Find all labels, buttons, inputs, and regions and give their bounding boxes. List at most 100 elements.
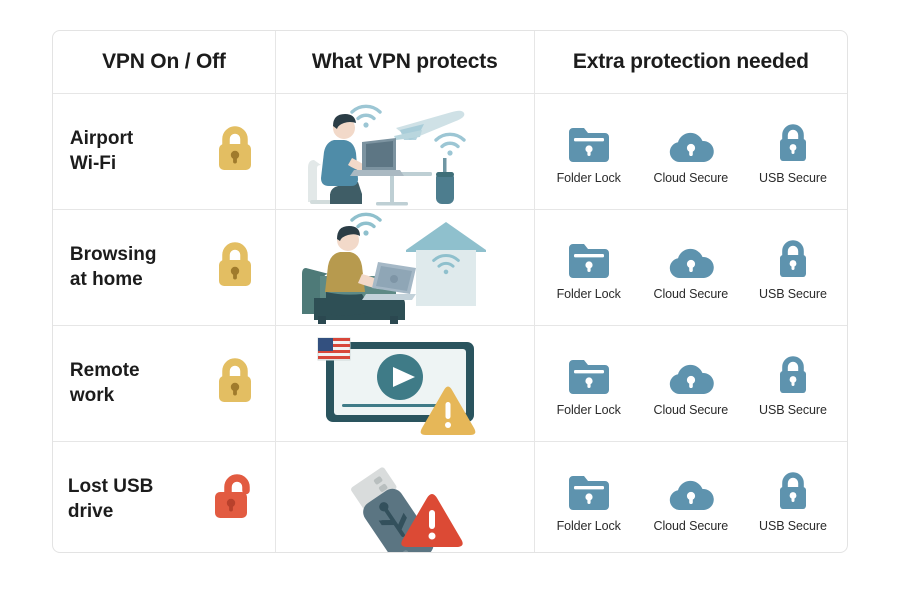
protection-label: Cloud Secure — [653, 403, 729, 417]
protection-item[interactable]: Cloud Secure — [653, 118, 729, 185]
table-header-row: VPN On / Off What VPN protects Extra pro… — [53, 31, 847, 94]
scenario-label: Browsing at home — [69, 244, 157, 290]
cell-what-vpn-protects — [275, 325, 535, 442]
protection-label: USB Secure — [759, 287, 827, 301]
laptop-shape — [349, 137, 404, 176]
padlock-shape — [779, 124, 806, 161]
illustration-home-browsing — [301, 212, 486, 324]
protection-item[interactable]: USB Secure — [755, 118, 831, 185]
table-row: Airport Wi-Fi — [53, 93, 847, 210]
person-shape — [324, 225, 382, 316]
padlock-shape — [779, 240, 806, 277]
flag-shape — [317, 337, 351, 360]
folder-lock-icon — [567, 118, 611, 164]
padlock-closed-gold-icon — [212, 240, 258, 295]
column-header-vpn-state: VPN On / Off — [53, 31, 276, 94]
cell-extra-protection: Folder Lock Cloud Secure USB Secure — [534, 93, 847, 210]
illustration — [276, 210, 534, 325]
column-header-extra-protection: Extra protection needed — [534, 31, 847, 94]
cell-extra-protection: Folder Lock Cloud Secure USB Secure — [534, 209, 847, 326]
table-shape — [355, 171, 432, 205]
airplane-shape — [393, 110, 465, 140]
suitcase-shape — [435, 157, 454, 204]
cloud-lock-icon — [667, 466, 715, 512]
cloud-lock-icon — [667, 118, 715, 164]
protection-item[interactable]: USB Secure — [755, 234, 831, 301]
person-shape — [320, 113, 366, 204]
column-header-what-vpn-protects: What VPN protects — [275, 31, 535, 94]
protection-label: Folder Lock — [556, 403, 621, 417]
folder-lock-icon — [567, 466, 611, 512]
protection-item[interactable]: Cloud Secure — [653, 234, 729, 301]
protection-label: Folder Lock — [556, 171, 621, 185]
protection-label: USB Secure — [759, 171, 827, 185]
house-shape — [405, 221, 486, 306]
illustration-airport-wifi — [307, 104, 466, 205]
protection-label: Cloud Secure — [653, 519, 729, 533]
folder-lock-icon — [567, 350, 611, 396]
laptop-shape — [361, 261, 416, 300]
padlock-closed-shape — [218, 126, 251, 170]
cell-vpn-state: Remote work — [53, 325, 276, 442]
cell-extra-protection: Folder Lock Cloud Secure USB Secure — [534, 442, 847, 553]
cell-what-vpn-protects — [275, 209, 535, 326]
protection-label: Folder Lock — [556, 287, 621, 301]
padlock-closed-gold-icon — [212, 124, 258, 179]
cell-vpn-state: Airport Wi-Fi — [53, 93, 276, 210]
protection-item[interactable]: Folder Lock — [551, 466, 627, 533]
cell-what-vpn-protects — [275, 441, 535, 552]
usb-symbol-shape — [378, 501, 407, 537]
vpn-comparison-table: VPN On / Off What VPN protects Extra pro… — [52, 30, 848, 553]
illustration-remote-work — [317, 337, 476, 435]
illustration — [276, 94, 534, 209]
padlock-icon — [776, 350, 810, 396]
folder-lock-icon — [567, 234, 611, 280]
padlock-closed-shape — [218, 242, 251, 286]
folder-lock-shape — [568, 128, 609, 162]
folder-lock-shape — [568, 244, 609, 278]
protection-label: Cloud Secure — [653, 287, 729, 301]
padlock-icon — [776, 118, 810, 164]
cloud-lock-icon — [667, 234, 715, 280]
screen-shape — [325, 341, 474, 422]
scenario-label: Remote work — [69, 360, 140, 406]
table-body: Airport Wi-Fi — [53, 93, 847, 553]
table-row: Lost USB drive — [53, 441, 847, 553]
cell-vpn-state: Browsing at home — [53, 209, 276, 326]
protection-item[interactable]: Folder Lock — [551, 234, 627, 301]
usb-drive-shape — [350, 466, 434, 552]
folder-lock-shape — [568, 476, 609, 510]
cloud-lock-icon — [667, 350, 715, 396]
protection-item[interactable]: Folder Lock — [551, 350, 627, 417]
padlock-open-red-icon — [210, 472, 260, 527]
cell-what-vpn-protects — [275, 93, 535, 210]
protection-label: USB Secure — [759, 403, 827, 417]
protection-item[interactable]: Cloud Secure — [653, 466, 729, 533]
cell-vpn-state: Lost USB drive — [53, 441, 276, 552]
protection-item[interactable]: Folder Lock — [551, 118, 627, 185]
padlock-closed-gold-icon — [212, 356, 258, 411]
cloud-lock-shape — [669, 364, 714, 394]
protection-label: Folder Lock — [556, 519, 621, 533]
protection-label: USB Secure — [759, 519, 827, 533]
chair-shape — [307, 159, 332, 204]
protection-item[interactable]: Cloud Secure — [653, 350, 729, 417]
folder-lock-shape — [568, 360, 609, 394]
padlock-closed-shape — [218, 358, 251, 402]
padlock-open-shape — [214, 474, 250, 518]
illustration — [276, 326, 534, 441]
scenario-label: Lost USB drive — [67, 476, 154, 522]
protection-item[interactable]: USB Secure — [755, 466, 831, 533]
padlock-icon — [776, 234, 810, 280]
scenario-label: Airport Wi-Fi — [69, 128, 134, 174]
warning-triangle-shape — [420, 386, 476, 435]
protection-label: Cloud Secure — [653, 171, 729, 185]
table-row: Browsing at home — [53, 209, 847, 326]
illustration — [276, 442, 534, 552]
cloud-lock-shape — [669, 248, 714, 278]
illustration-lost-usb — [350, 466, 463, 552]
protection-item[interactable]: USB Secure — [755, 350, 831, 417]
padlock-icon — [776, 466, 810, 512]
table-row: Remote work — [53, 325, 847, 442]
